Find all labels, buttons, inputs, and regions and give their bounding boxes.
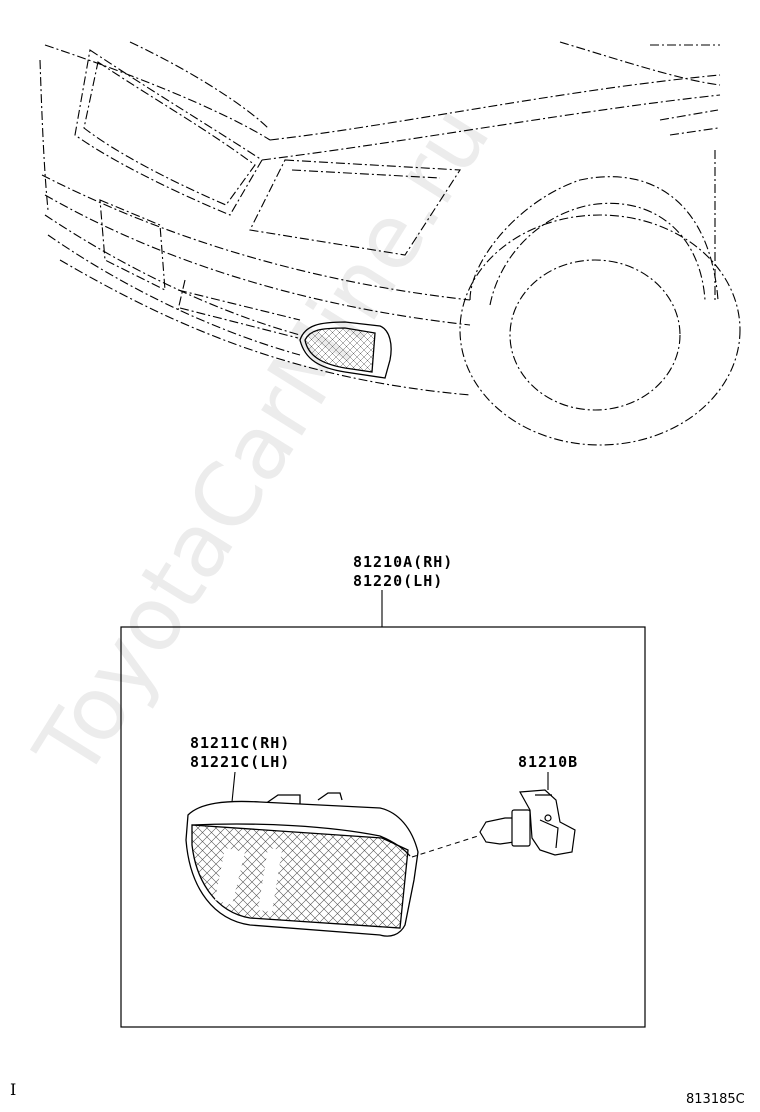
assembly-frame — [120, 626, 646, 1028]
label-assembly-lh: 81220(LH) — [353, 572, 444, 590]
label-lens-lh: 81221C(LH) — [190, 753, 291, 771]
label-assembly-rh: 81210A(RH) — [353, 553, 454, 571]
bulb-part — [479, 789, 576, 856]
label-lens-rh: 81211C(RH) — [190, 734, 291, 752]
car-front-outline — [39, 41, 741, 446]
illustration-code: 813185C — [686, 1092, 745, 1107]
label-bulb: 81210B — [518, 753, 579, 771]
bulb-connection-line — [411, 835, 479, 858]
corner-mark: I — [10, 1080, 17, 1099]
bumper-marker-lamp — [299, 321, 392, 379]
side-marker-lens — [185, 792, 419, 937]
